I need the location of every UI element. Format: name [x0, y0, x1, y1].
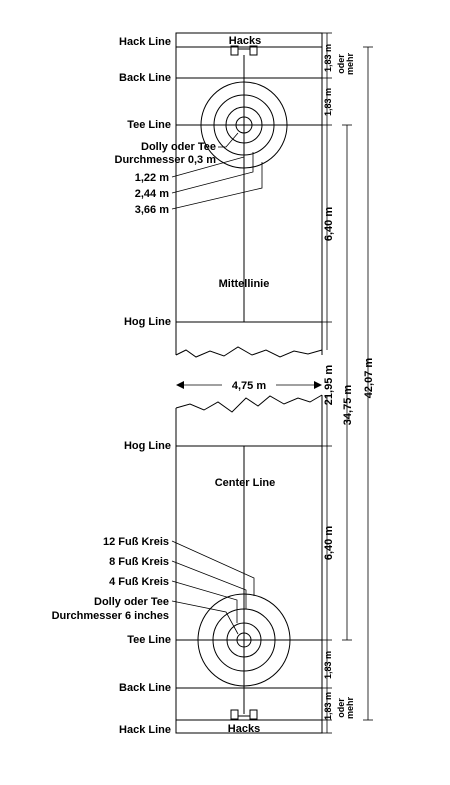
bottom-oder-1: oder	[336, 698, 346, 718]
top-leaders	[171, 132, 263, 210]
top-oder-1: oder	[336, 54, 346, 74]
top-dolly-diameter-label: Durchmesser 0,3 m	[115, 154, 217, 166]
top-ring-244-label: 2,44 m	[135, 188, 169, 200]
dim-hog-to-hog: 21,95 m	[323, 365, 335, 406]
dim-bottom-back-hack: 1,83 m	[323, 692, 333, 720]
top-sheet-outline	[175, 32, 323, 355]
top-dolly-label: Dolly oder Tee	[141, 141, 216, 153]
dim-top-back-tee: 1,83 m	[323, 88, 333, 116]
dimension-column-3: 42,07 m	[363, 46, 375, 721]
bottom-oder-2: mehr	[345, 697, 355, 720]
top-ring-366-label: 3,66 m	[135, 204, 169, 216]
dim-bottom-tee-back: 1,83 m	[323, 651, 333, 679]
bottom-hacks-label: Hacks	[228, 723, 260, 735]
bottom-house	[197, 593, 291, 687]
bottom-half: Hog Line Center Line 12 Fuß Kreis 8 Fuß …	[52, 394, 323, 736]
width-dimension-label: 4,75 m	[232, 380, 266, 392]
dim-total: 42,07 m	[363, 358, 375, 399]
top-back-line-label: Back Line	[119, 72, 171, 84]
top-hacks	[230, 45, 258, 56]
bottom-hog-line-label: Hog Line	[124, 440, 171, 452]
bottom-hacks	[230, 709, 258, 720]
dimension-column-2: 34,75 m	[342, 124, 354, 641]
bottom-dolly-diameter-label: Durchmesser 6 inches	[52, 610, 169, 622]
bottom-back-line-label: Back Line	[119, 682, 171, 694]
oder-mehr-notes: oder mehr oder mehr	[336, 53, 355, 720]
top-oder-2: mehr	[345, 53, 355, 76]
dimension-column-1: 1,83 m 1,83 m 6,40 m 21,95 m 6,40 m 1,83…	[322, 32, 335, 734]
bottom-sheet-outline	[175, 395, 323, 734]
top-hack-line-label: Hack Line	[119, 36, 171, 48]
width-dimension: 4,75 m	[176, 380, 322, 392]
bottom-ring-12ft-label: 12 Fuß Kreis	[103, 536, 169, 548]
bottom-leaders	[171, 540, 255, 635]
bottom-ring-8ft-label: 8 Fuß Kreis	[109, 556, 169, 568]
bottom-dolly-label: Dolly oder Tee	[94, 596, 169, 608]
dim-top-tee-hog: 6,40 m	[323, 207, 335, 241]
bottom-center-line-label: Center Line	[215, 477, 276, 489]
dim-tee-to-tee: 34,75 m	[342, 385, 354, 426]
bottom-hack-line-label: Hack Line	[119, 724, 171, 736]
dim-bottom-hog-tee: 6,40 m	[323, 526, 335, 560]
dim-top-hack-back: 1,83 m	[323, 44, 333, 72]
top-hog-line-label: Hog Line	[124, 316, 171, 328]
top-tee-line-label: Tee Line	[127, 119, 171, 131]
top-hacks-label: Hacks	[229, 35, 261, 47]
bottom-torn-edge	[175, 394, 323, 413]
top-center-line-label: Mittellinie	[219, 278, 270, 290]
bottom-tee-line-label: Tee Line	[127, 634, 171, 646]
top-ring-122-label: 1,22 m	[135, 172, 169, 184]
bottom-ring-4ft-label: 4 Fuß Kreis	[109, 576, 169, 588]
top-torn-edge	[175, 346, 323, 358]
top-half: Hack Line Hacks Back Line Tee Line Dolly…	[115, 32, 323, 358]
